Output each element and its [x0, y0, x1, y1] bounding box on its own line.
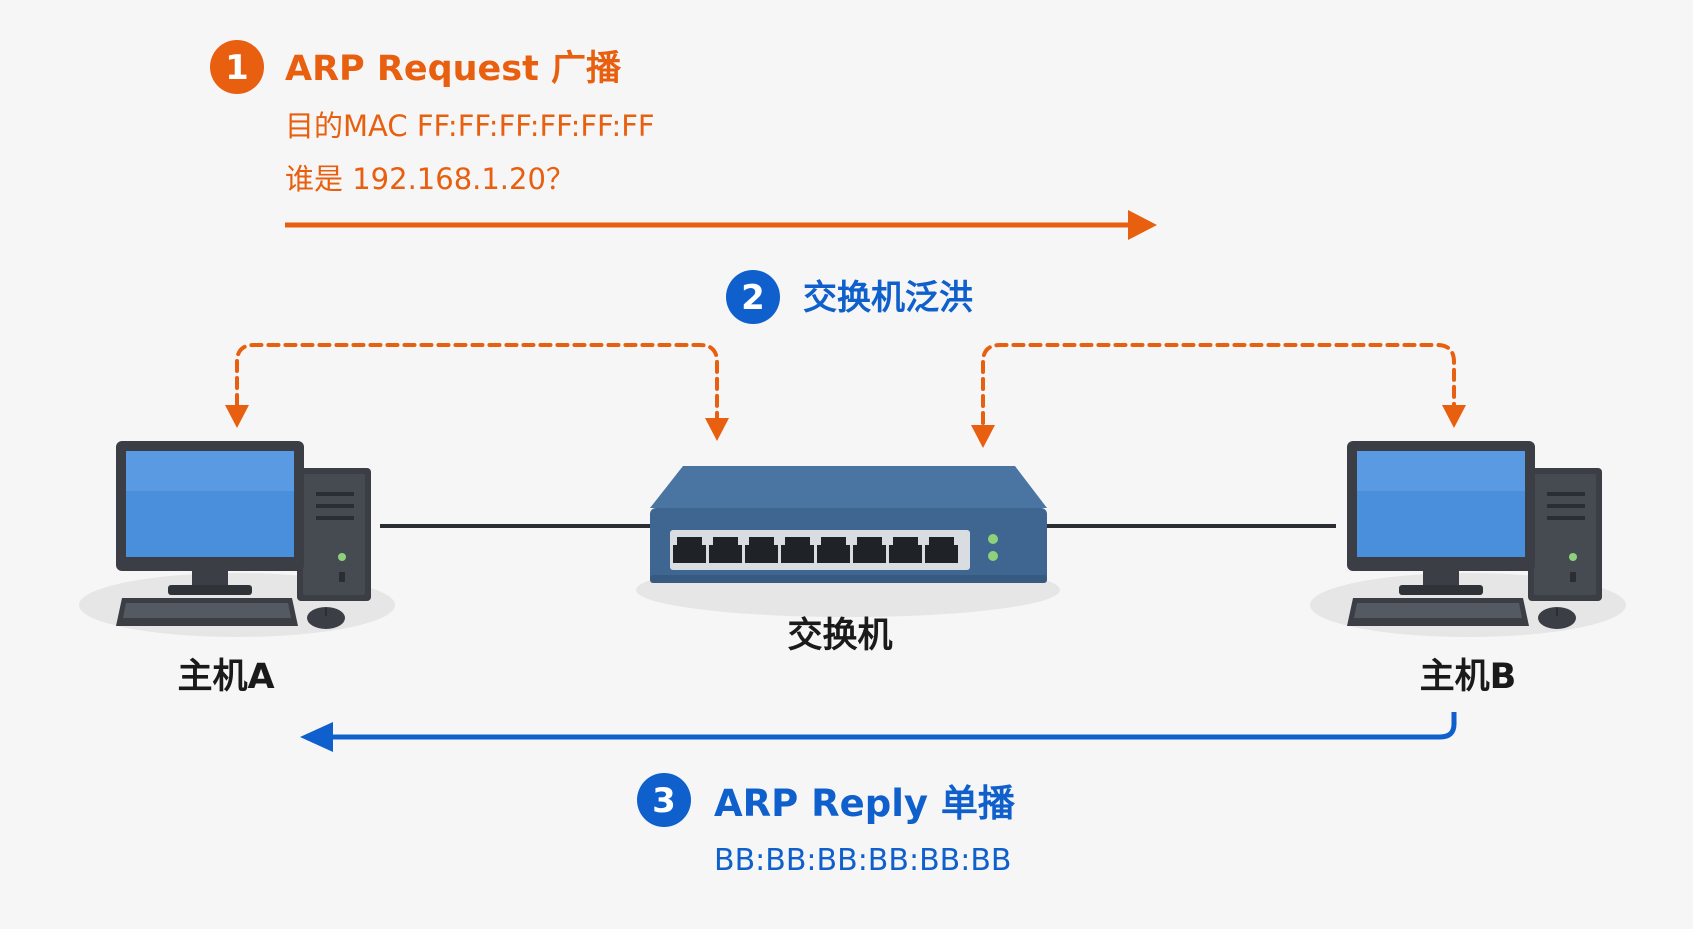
request-arrowhead	[1128, 210, 1157, 240]
step3-title: ARP Reply 单播	[714, 782, 1016, 825]
flood-arrowheads	[225, 405, 1466, 448]
flood-arrowhead-host-b	[1442, 405, 1466, 428]
host-b-computer	[1310, 441, 1626, 637]
step1-dest-mac: 目的MAC FF:FF:FF:FF:FF:FF	[285, 109, 655, 143]
step1-group: 1 ARP Request 广播 目的MAC FF:FF:FF:FF:FF:FF…	[210, 40, 1157, 240]
flood-arrowhead-switch-left	[705, 418, 729, 441]
host-b-label: 主机B	[1420, 657, 1517, 697]
switch-top	[650, 466, 1047, 508]
step3-src-mac: BB:BB:BB:BB:BB:BB	[714, 843, 1012, 878]
host-a-computer	[79, 441, 395, 637]
step3-group: 3 ARP Reply 单播 BB:BB:BB:BB:BB:BB	[637, 773, 1016, 878]
flood-arrows	[235, 343, 1456, 442]
step1-number: 1	[225, 48, 249, 88]
step1-title: ARP Request 广播	[285, 49, 622, 89]
flood-arrowhead-switch-right	[971, 425, 995, 448]
step2-group: 2 交换机泛洪	[726, 270, 973, 324]
reply-arrow-line	[330, 712, 1457, 740]
switch-device	[636, 466, 1060, 617]
switch-label: 交换机	[787, 615, 892, 656]
host-a-mouse	[307, 607, 345, 629]
flood-arrowhead-host-a	[225, 405, 249, 428]
step3-number: 3	[652, 781, 676, 821]
step1-question: 谁是 192.168.1.20？	[285, 162, 575, 196]
flood-arrow-left	[235, 343, 719, 422]
switch-ports	[673, 537, 958, 563]
host-a-label: 主机A	[177, 657, 274, 697]
reply-arrowhead	[300, 722, 333, 752]
step2-badge	[726, 270, 780, 324]
switch-led-1	[988, 534, 998, 544]
switch-led-2	[988, 551, 998, 561]
host-b-mouse	[1538, 607, 1576, 629]
step2-number: 2	[741, 278, 765, 318]
flood-arrow-right	[981, 343, 1456, 442]
step3-badge	[637, 773, 691, 827]
reply-arrow	[300, 712, 1457, 752]
step2-title: 交换机泛洪	[803, 278, 973, 318]
step1-badge	[210, 40, 264, 94]
